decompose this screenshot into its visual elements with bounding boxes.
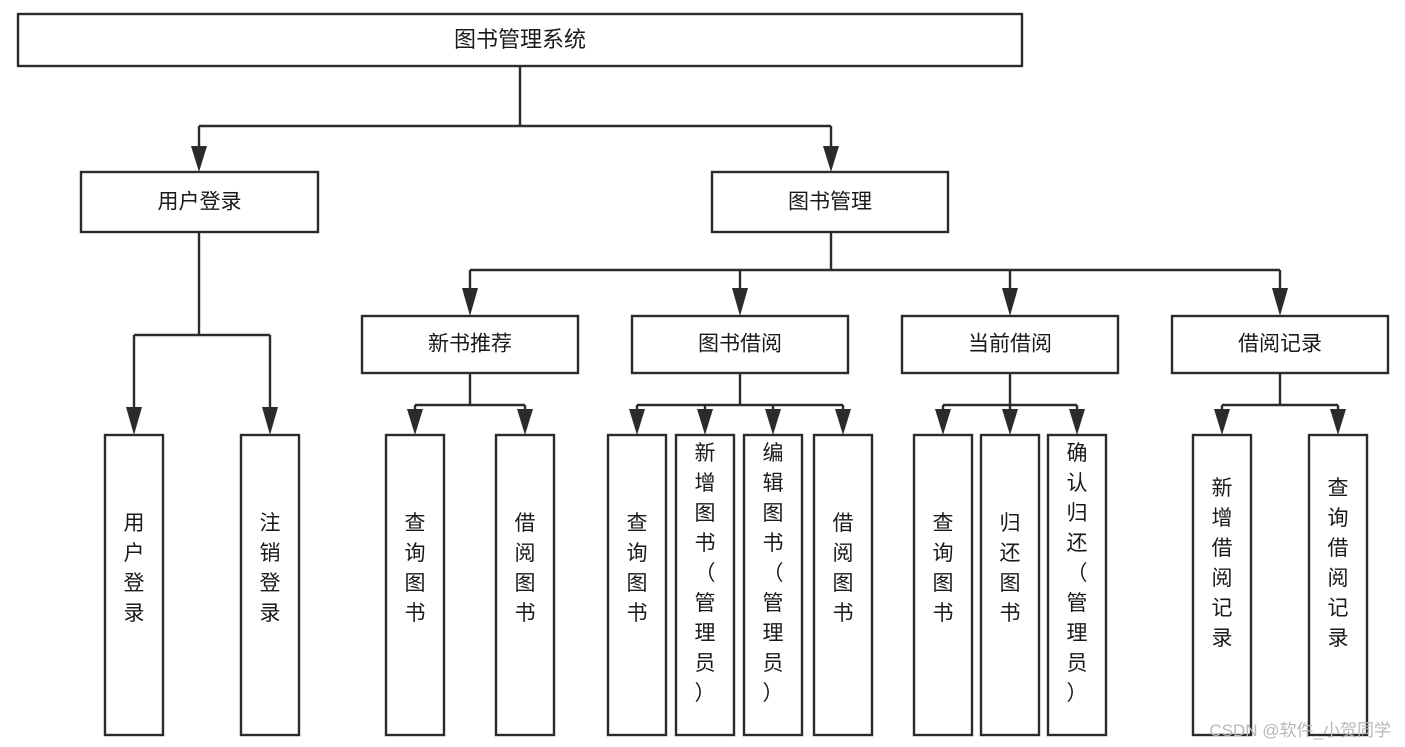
arrow-head-leaf-query-book-3 [935,409,951,435]
node-book-borrow-label: 图书借阅 [698,333,782,356]
arrow-head-leaf-user-login [126,407,142,435]
node-leaf-add-record-box[interactable] [1191,433,1253,737]
node-leaf-edit-book[interactable]: 编辑图书（管理员） [742,433,804,737]
node-leaf-query-book-1-box[interactable] [384,433,446,737]
node-new-book-rec[interactable]: 新书推荐 [360,314,580,375]
node-leaf-query-record-box[interactable] [1307,433,1369,737]
node-leaf-query-book-3[interactable]: 查询图书 [912,433,974,737]
arrow-head-borrow-record [1272,288,1288,316]
node-leaf-borrow-book-1[interactable]: 借阅图书 [494,433,556,737]
node-leaf-return-book[interactable]: 归还图书 [979,433,1041,737]
node-leaf-query-book-2-box[interactable] [606,433,668,737]
node-leaf-user-logout-label: 注销登录 [260,512,281,625]
node-book-borrow-box[interactable] [630,314,850,375]
node-leaf-confirm-return-box[interactable] [1046,433,1108,737]
node-book-manage-box[interactable] [710,170,950,234]
node-root-label: 图书管理系统 [454,27,586,52]
arrow-head-user-login [191,146,207,172]
arrow-head-book-borrow [732,288,748,316]
node-leaf-user-login-label: 用户登录 [124,512,145,625]
arrow-head-leaf-query-record [1330,409,1346,435]
node-leaf-borrow-book-2[interactable]: 借阅图书 [812,433,874,737]
node-borrow-record-label: 借阅记录 [1238,333,1322,356]
node-leaf-borrow-book-1-label: 借阅图书 [515,512,536,625]
node-leaf-user-login[interactable]: 用户登录 [103,433,165,737]
node-book-manage-label: 图书管理 [788,191,872,214]
node-leaf-return-book-label: 归还图书 [1000,512,1021,625]
arrow-head-leaf-add-record [1214,409,1230,435]
node-current-borrow-label: 当前借阅 [968,333,1052,356]
node-book-borrow[interactable]: 图书借阅 [630,314,850,375]
node-leaf-add-book-box[interactable] [674,433,736,737]
node-book-manage[interactable]: 图书管理 [710,170,950,234]
node-leaf-edit-book-box[interactable] [742,433,804,737]
node-borrow-record[interactable]: 借阅记录 [1170,314,1390,375]
node-current-borrow[interactable]: 当前借阅 [900,314,1120,375]
node-user-login-box[interactable] [79,170,320,234]
node-leaf-query-record-label: 查询借阅记录 [1328,477,1349,650]
node-leaf-query-book-2-label: 查询图书 [627,512,648,625]
node-leaf-user-logout-box[interactable] [239,433,301,737]
node-leaf-confirm-return-label: 确认归还（管理员） [1067,442,1088,705]
node-new-book-rec-label: 新书推荐 [428,333,512,356]
node-root[interactable]: 图书管理系统 [16,12,1024,68]
arrow-head-book-manage [823,146,839,172]
node-leaf-add-record[interactable]: 新增借阅记录 [1191,433,1253,737]
watermark: CSDN @软件_小贺同学 [1209,721,1391,740]
node-leaf-borrow-book-2-label: 借阅图书 [833,512,854,625]
node-leaf-user-login-box[interactable] [103,433,165,737]
node-borrow-record-box[interactable] [1170,314,1390,375]
arrow-head-leaf-return-book [1002,409,1018,435]
node-leaf-add-book-label: 新增图书（管理员） [695,442,716,705]
arrow-head-leaf-confirm-return [1069,409,1085,435]
arrow-head-leaf-query-book-2 [629,409,645,435]
node-leaf-borrow-book-2-box[interactable] [812,433,874,737]
node-user-login[interactable]: 用户登录 [79,170,320,234]
arrow-head-current-borrow [1002,288,1018,316]
node-leaf-confirm-return[interactable]: 确认归还（管理员） [1046,433,1108,737]
arrow-head-leaf-borrow-book-1 [517,409,533,435]
arrow-head-leaf-add-book [697,409,713,435]
arrow-head-leaf-query-book-1 [407,409,423,435]
arrow-head-leaf-user-logout [262,407,278,435]
node-leaf-edit-book-label: 编辑图书（管理员） [763,442,784,705]
node-leaf-add-record-label: 新增借阅记录 [1212,477,1233,650]
node-leaf-query-book-1[interactable]: 查询图书 [384,433,446,737]
arrow-head-leaf-edit-book [765,409,781,435]
node-user-login-label: 用户登录 [158,191,242,214]
node-leaf-query-book-1-label: 查询图书 [405,512,426,625]
node-root-box[interactable] [16,12,1024,68]
node-leaf-return-book-box[interactable] [979,433,1041,737]
node-leaf-add-book[interactable]: 新增图书（管理员） [674,433,736,737]
node-leaf-query-book-2[interactable]: 查询图书 [606,433,668,737]
node-new-book-rec-box[interactable] [360,314,580,375]
node-leaf-query-book-3-label: 查询图书 [933,512,954,625]
node-leaf-query-record[interactable]: 查询借阅记录 [1307,433,1369,737]
node-leaf-user-logout[interactable]: 注销登录 [239,433,301,737]
node-current-borrow-box[interactable] [900,314,1120,375]
arrow-head-new-book-rec [462,288,478,316]
node-leaf-query-book-3-box[interactable] [912,433,974,737]
node-leaf-borrow-book-1-box[interactable] [494,433,556,737]
connector-layer [126,66,1346,435]
arrow-head-leaf-borrow-book-2 [835,409,851,435]
